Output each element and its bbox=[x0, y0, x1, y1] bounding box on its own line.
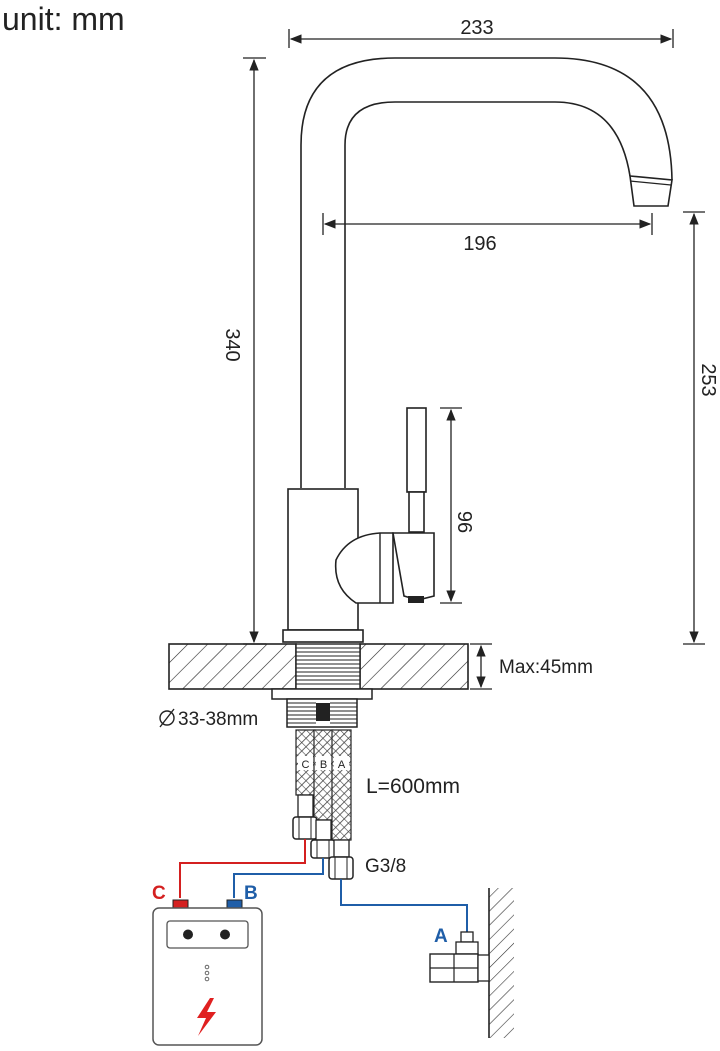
dim-handle-height: 96 bbox=[453, 511, 475, 533]
dim-hose-length: L=600mm bbox=[366, 775, 460, 798]
angle-valve bbox=[429, 888, 514, 1038]
cold-line-valve bbox=[340, 879, 468, 932]
hot-line bbox=[179, 839, 306, 898]
unit-label: unit: mm bbox=[2, 1, 125, 37]
countertop bbox=[168, 643, 469, 690]
hose-label-c: C bbox=[302, 759, 310, 771]
nut-threads bbox=[287, 702, 357, 724]
shank-threads bbox=[296, 647, 360, 685]
mounting-nut bbox=[271, 688, 373, 728]
faucet bbox=[282, 57, 673, 643]
connection-lines bbox=[179, 839, 468, 932]
dim-hole-diameter: 33-38mm bbox=[178, 709, 258, 730]
hose-label-a: A bbox=[338, 759, 346, 771]
aerator bbox=[629, 175, 673, 207]
handle-lever-top bbox=[406, 407, 427, 493]
dim-max-thickness: Max:45mm bbox=[499, 657, 593, 678]
handle-base bbox=[392, 532, 435, 601]
cold-line-heater bbox=[233, 858, 324, 898]
heater-label-c: C bbox=[152, 883, 166, 904]
dim-reach: 196 bbox=[463, 233, 496, 255]
base-ring bbox=[282, 629, 364, 643]
water-heater bbox=[152, 899, 263, 1046]
heater-label-b: B bbox=[244, 883, 258, 904]
dim-spout-height: 253 bbox=[697, 363, 719, 396]
hose-label-b: B bbox=[320, 759, 327, 771]
handle-lever-mid bbox=[408, 491, 425, 533]
valve-label-a: A bbox=[434, 926, 448, 947]
braided-hoses: C B A bbox=[292, 729, 354, 880]
threaded-shank bbox=[295, 643, 361, 690]
dim-total-height: 340 bbox=[221, 328, 243, 361]
dimension-lines bbox=[243, 29, 705, 690]
dim-total-width: 233 bbox=[460, 17, 493, 39]
diameter-icon bbox=[159, 708, 175, 728]
dim-thread: G3/8 bbox=[365, 856, 406, 877]
handle-hub bbox=[334, 532, 394, 604]
lightning-icon bbox=[197, 998, 216, 1036]
